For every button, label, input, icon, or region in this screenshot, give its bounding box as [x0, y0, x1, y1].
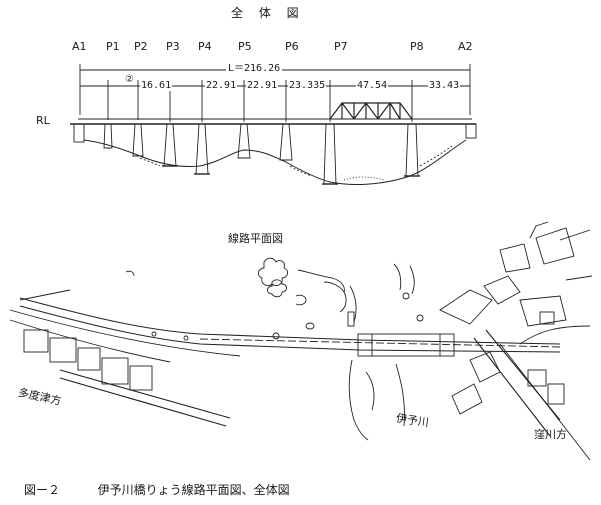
total-length-label: L＝216.26: [226, 59, 283, 74]
river-bank-right: [395, 363, 405, 427]
span-label-4: 23.335: [288, 80, 327, 91]
support-label-p3: P3: [166, 40, 180, 53]
figure-caption-text: 伊予川橋りょう線路平面図、全体図: [97, 483, 290, 497]
elevation-title: 全 体 図: [231, 6, 305, 20]
support-label-a1: A1: [72, 40, 87, 53]
pier-p8: [405, 123, 419, 177]
support-label-p8: P8: [410, 40, 424, 53]
abutment-a2: [465, 123, 477, 139]
span-label-5: 47.54: [356, 80, 389, 91]
span-label-6: 33.43: [428, 80, 461, 91]
pier-p3: [163, 123, 177, 167]
track-centerline: [199, 338, 561, 348]
building: [23, 329, 49, 353]
span-label-3: 22.91: [246, 80, 279, 91]
road-left: [59, 369, 231, 419]
plan-title: 線路平面図: [228, 232, 283, 245]
support-label-a2: A2: [458, 40, 473, 53]
pier-p6: [279, 123, 293, 161]
rl-label: RL: [36, 114, 50, 127]
pier-p7: [323, 123, 337, 185]
span-label-1: 16.61: [140, 80, 173, 91]
span-label-2: 22.91: [205, 80, 238, 91]
vegetation: [257, 257, 289, 287]
pier-p2: [132, 123, 144, 157]
track-lower-edge: [19, 305, 561, 353]
building: [439, 289, 493, 325]
support-label-p2: P2: [134, 40, 148, 53]
direction-label-right: 窪川方: [534, 428, 567, 441]
support-label-p4: P4: [198, 40, 212, 53]
support-label-p6: P6: [285, 40, 299, 53]
figure-caption: 図ー２ 伊予川橋りょう線路平面図、全体図: [24, 481, 290, 498]
support-label-p1: P1: [106, 40, 120, 53]
support-label-p7: P7: [334, 40, 348, 53]
ground-profile: [83, 139, 467, 185]
span-marker: ②: [125, 74, 134, 85]
abutment-a1: [73, 123, 85, 143]
plan-drawing: [9, 221, 593, 461]
truss-span: [329, 102, 413, 120]
bridge-plan-section: [357, 333, 455, 357]
figure-number: 図ー２: [24, 483, 61, 497]
river-bank-left: [348, 359, 369, 441]
pier-p5: [237, 123, 251, 159]
pier-p1: [103, 123, 113, 149]
support-label-p5: P5: [238, 40, 252, 53]
track-upper-edge: [19, 297, 561, 345]
